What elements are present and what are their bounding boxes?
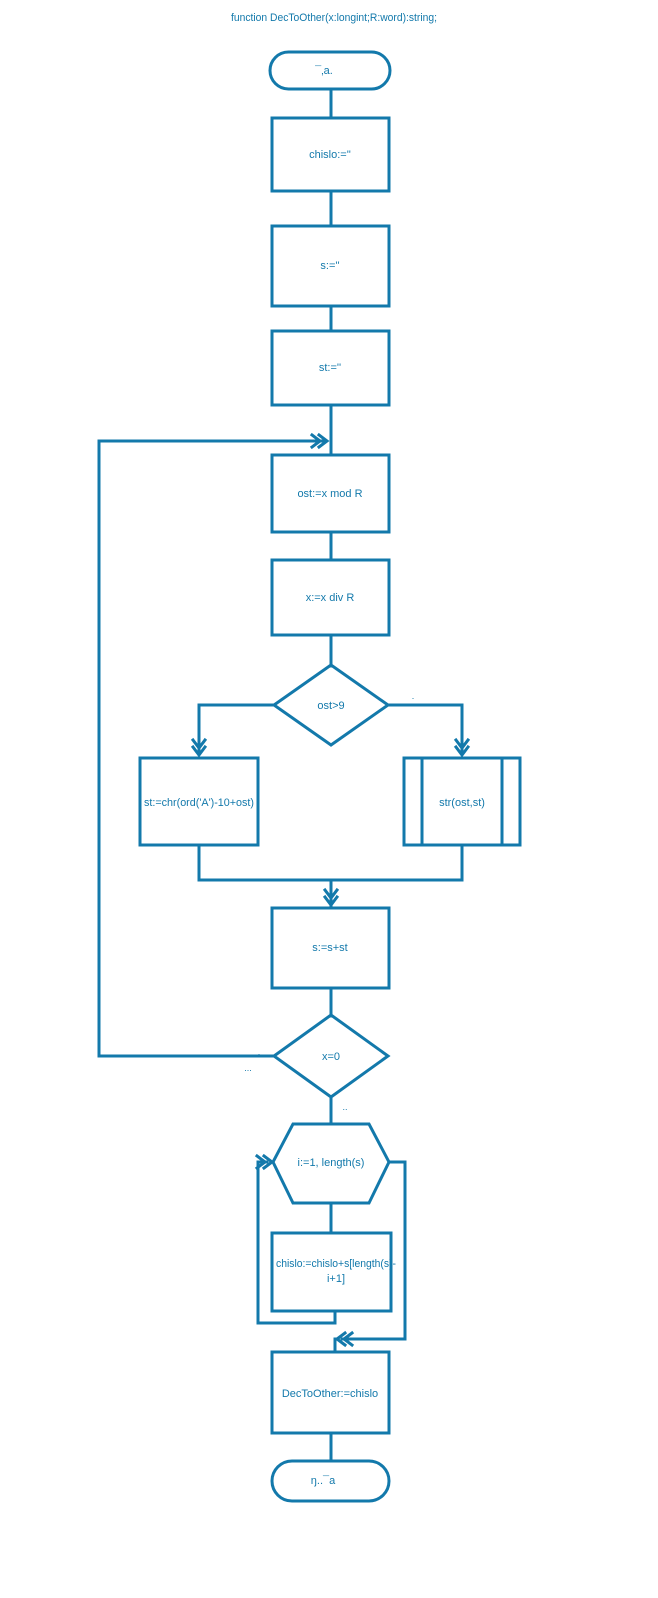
process-result — [270, 1350, 391, 1435]
label-init-s: s:='' — [320, 260, 339, 272]
terminator-end — [270, 1459, 391, 1503]
process-letter-branch — [138, 756, 260, 847]
label-div: x:=x div R — [306, 592, 355, 604]
arrow-down-left-branch — [190, 737, 208, 758]
process-mod — [270, 453, 391, 534]
forloop-hexagon — [271, 1122, 391, 1205]
process-reverse — [270, 1231, 393, 1313]
predefined-str-branch — [402, 756, 522, 847]
mark-x-left-dots: ... — [244, 1063, 252, 1073]
label-init-st: st:='' — [319, 362, 341, 374]
shapes — [138, 50, 522, 1503]
label-result: DecToOther:=chislo — [282, 1388, 378, 1400]
arrow-down-merge — [322, 887, 340, 908]
label-start: ¯‚a. — [314, 65, 333, 77]
decision-x-diamond — [271, 1013, 391, 1099]
arrow-right-loopback — [309, 432, 330, 450]
diagram-title: function DecToOther(x:longint;R:word):st… — [231, 12, 437, 24]
label-end: ŋ..¯a — [311, 1475, 336, 1487]
loopback-line — [97, 439, 325, 1058]
branch-left-line — [197, 703, 276, 755]
terminator-start — [268, 50, 392, 91]
mark-ost-right: . — [412, 691, 415, 701]
label-mod: ost:=x mod R — [297, 488, 362, 500]
branch-right-line — [386, 703, 464, 755]
label-decision-ost: ost>9 — [317, 700, 344, 712]
process-div — [270, 558, 391, 637]
label-str-branch: str(ost,st) — [439, 797, 485, 809]
arrow-left-forloop-exit — [334, 1330, 355, 1348]
mark-x-below: .. — [342, 1102, 347, 1112]
label-reverse-line1: chislo:=chislo+s[length(s)- — [276, 1258, 396, 1270]
label-append: s:=s+st — [312, 942, 347, 954]
decision-ost-diamond — [271, 663, 391, 747]
process-init-chislo — [270, 116, 391, 193]
connectors — [97, 87, 471, 1463]
arrow-down-right-branch — [453, 737, 471, 758]
process-init-st — [270, 329, 391, 407]
label-forloop: i:=1, length(s) — [298, 1157, 365, 1169]
process-append — [270, 906, 391, 990]
mark-x-left-dot: . — [258, 1047, 261, 1057]
label-decision-x: x=0 — [322, 1051, 340, 1063]
label-init-chislo: chislo:='' — [309, 149, 351, 161]
merge-line — [197, 843, 464, 882]
label-letter-branch: st:=chr(ord('A')-10+ost) — [144, 797, 254, 809]
labels: function DecToOther(x:longint;R:word):st… — [144, 12, 485, 1487]
forloop-exit-line — [340, 1160, 407, 1341]
process-init-s — [270, 224, 391, 308]
label-reverse-line2: i+1] — [327, 1273, 345, 1285]
forloop-return-line — [256, 1160, 337, 1325]
